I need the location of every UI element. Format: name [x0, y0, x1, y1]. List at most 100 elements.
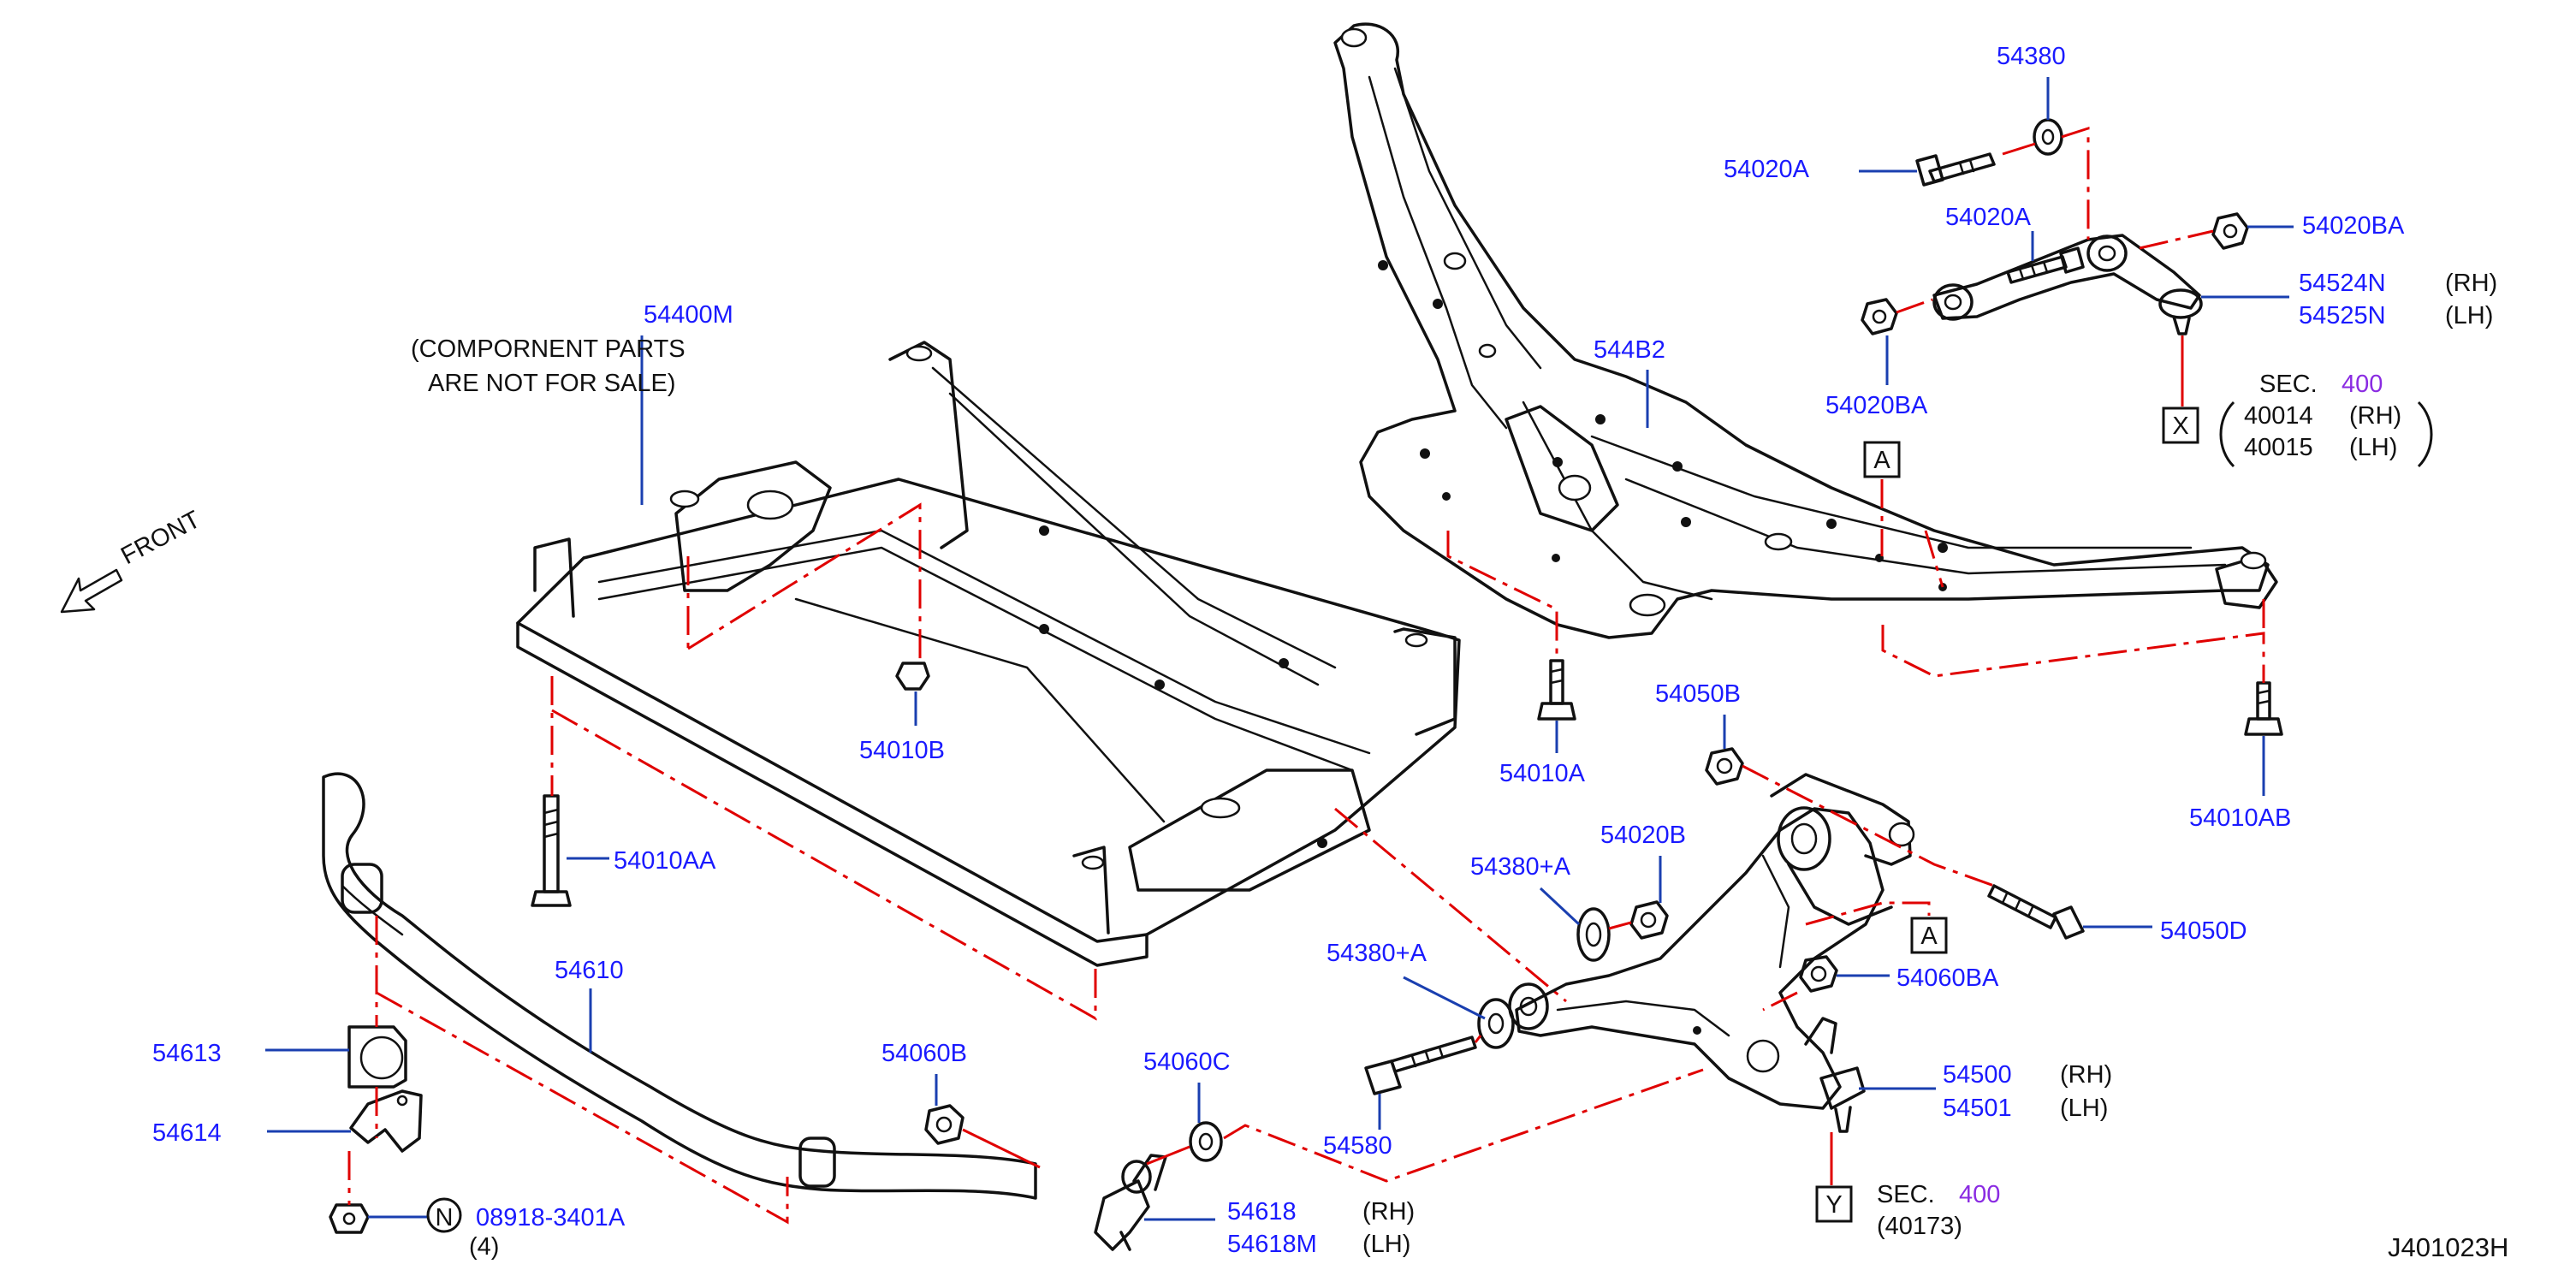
bolt-54010AB-icon — [2244, 681, 2283, 736]
callout-c54400M_note1: (COMPORNENT PARTS — [411, 335, 686, 363]
callout-c54618M: 54618M — [1227, 1231, 1317, 1258]
callout-c54500: 54500 — [1943, 1061, 2012, 1089]
bracket-close — [2417, 401, 2433, 468]
dash-line — [1334, 807, 1567, 1003]
dash-line — [1805, 901, 1931, 926]
bushing-54613-icon — [347, 1025, 407, 1089]
link-line — [1474, 1035, 1482, 1043]
callout-sec_x_rh: (RH) — [2349, 402, 2401, 430]
nut-54060BA-icon — [1799, 955, 1838, 993]
leader-54380A-2 — [1403, 976, 1486, 1020]
link-line — [1608, 921, 1632, 930]
dash-line — [1896, 298, 1933, 314]
callout-c54618_rh: (RH) — [1362, 1198, 1415, 1225]
callout-c54501: 54501 — [1943, 1095, 2012, 1122]
circle-n-frame — [426, 1197, 462, 1233]
dash-line — [2061, 126, 2090, 240]
callout-sec_y_label: SEC. — [1877, 1181, 1935, 1208]
callout-c54060B: 54060B — [881, 1040, 967, 1067]
washer-54380A-2-icon — [1477, 998, 1515, 1049]
front-arrow-icon — [60, 568, 123, 614]
callout-c54525N_lh: (LH) — [2445, 302, 2493, 329]
front-suspension-member-icon — [516, 341, 1461, 967]
letter-box_x: X — [2172, 412, 2188, 440]
callout-sec_x_label: SEC. — [2259, 371, 2318, 398]
bracket-open — [2219, 401, 2235, 468]
section-number-sec_x_num: 400 — [2342, 371, 2383, 398]
dash-line — [687, 502, 922, 663]
callout-c54618: 54618 — [1227, 1198, 1297, 1225]
letter-circle_n: N — [436, 1204, 454, 1231]
callout-c54618M_lh: (LH) — [1362, 1231, 1410, 1258]
callout-c54060BA: 54060BA — [1896, 964, 1999, 992]
callout-c54020B: 54020B — [1600, 822, 1686, 849]
dash-line — [376, 991, 789, 1225]
link-line — [962, 1128, 1041, 1169]
nut-54060B-icon — [924, 1104, 965, 1145]
callout-c54613: 54613 — [152, 1040, 222, 1067]
callout-c54010A: 54010A — [1499, 760, 1586, 787]
callout-c54020A_1: 54020A — [1724, 156, 1810, 183]
nut-54020B-icon — [1629, 900, 1669, 940]
letter-box_a_top: A — [1873, 447, 1890, 474]
callout-c54050B: 54050B — [1655, 680, 1741, 708]
link-line — [2002, 142, 2036, 156]
callout-c54610: 54610 — [555, 957, 624, 984]
bolt-54580-icon — [1364, 1036, 1477, 1095]
nut-54020BA-top-icon — [2211, 212, 2249, 250]
bolt-54010A-icon — [1537, 659, 1576, 721]
stabilizer-bar-icon — [322, 772, 1037, 1200]
callout-c54010AA: 54010AA — [614, 847, 716, 875]
callout-c08918: 08918-3401A — [476, 1204, 626, 1231]
stabilizer-link-icon — [1094, 1154, 1167, 1251]
nut-08918-icon — [329, 1203, 370, 1234]
callout-c54020BA_2: 54020BA — [1825, 392, 1928, 419]
upper-link-icon — [1932, 234, 2203, 335]
dash-line — [1762, 991, 1798, 1012]
nut-54050B-icon — [1705, 747, 1744, 786]
callout-sec_x_40014: 40014 — [2244, 402, 2313, 430]
box-a-mid-frame — [1910, 917, 1948, 954]
callout-c54501_lh: (LH) — [2060, 1095, 2108, 1122]
letter-box_y: Y — [1825, 1191, 1842, 1219]
bolt-54020A-top-icon — [1915, 152, 1996, 187]
callout-c54380A_2: 54380+A — [1327, 940, 1427, 967]
bolt-54020A-mid-icon — [2006, 246, 2085, 284]
callout-c54524N_rh: (RH) — [2445, 270, 2497, 297]
callout-c08918_qty: (4) — [469, 1233, 499, 1261]
callout-c54380: 54380 — [1997, 43, 2066, 70]
dash-line — [1881, 625, 2265, 683]
callout-c54524N: 54524N — [2299, 270, 2386, 297]
callout-c54010B: 54010B — [859, 737, 945, 764]
callout-c54380A_1: 54380+A — [1470, 853, 1571, 881]
bolt-54010B-icon — [895, 662, 930, 691]
callout-c54614: 54614 — [152, 1119, 222, 1147]
bolt-54010AA-icon — [531, 794, 572, 907]
dash-line — [551, 709, 1097, 1021]
washer-54380A-1-icon — [1576, 907, 1611, 962]
section-number-sec_y_num: 400 — [1959, 1181, 2000, 1208]
callout-c54020A_2: 54020A — [1945, 204, 2032, 231]
washer-54060C-icon — [1189, 1121, 1223, 1162]
front-label: FRONT — [116, 506, 205, 570]
callout-c54020BA_1: 54020BA — [2302, 212, 2405, 240]
bolt-54050D-icon — [1987, 884, 2085, 940]
callout-c54500_rh: (RH) — [2060, 1061, 2112, 1089]
callout-c54580: 54580 — [1323, 1132, 1392, 1160]
callout-sec_x_40015: 40015 — [2244, 434, 2313, 461]
washer-54380-icon — [2033, 118, 2063, 156]
callout-sec_x_lh: (LH) — [2349, 434, 2397, 461]
leader-54380A-1 — [1539, 887, 1581, 926]
callout-c54060C: 54060C — [1143, 1048, 1231, 1076]
box-x-frame — [2162, 407, 2199, 444]
box-y-frame — [1815, 1185, 1853, 1223]
dash-line — [2139, 229, 2214, 250]
box-a-top-frame — [1863, 441, 1901, 478]
callout-c54050D: 54050D — [2160, 917, 2247, 945]
callout-c54400M: 54400M — [644, 301, 733, 329]
rear-suspension-member-icon — [1333, 22, 2278, 639]
callout-c54010AB: 54010AB — [2189, 804, 2291, 832]
